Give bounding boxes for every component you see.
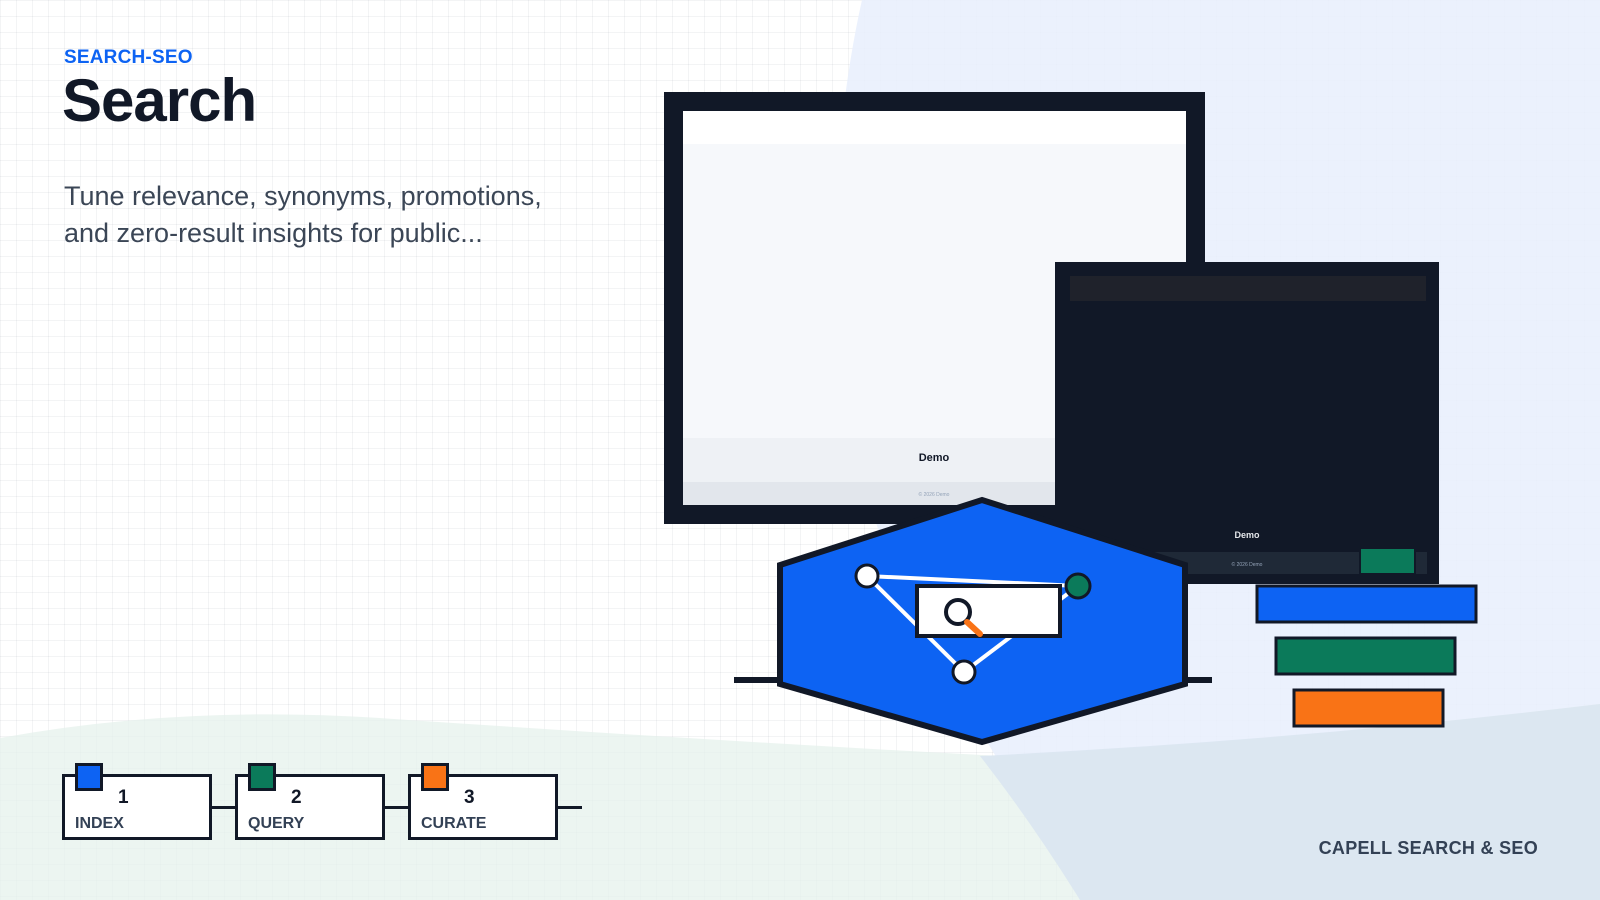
process-steps: 1 INDEX 2 QUERY 3 CURATE [62, 762, 602, 844]
step-number: 3 [464, 787, 475, 808]
dark-window-copyright: © 2026 Demo [1232, 561, 1263, 568]
search-icon [944, 598, 983, 637]
step-label: INDEX [75, 815, 124, 832]
step-query: 2 QUERY [235, 763, 385, 840]
search-hexagon [734, 496, 1212, 746]
step-number: 2 [291, 787, 302, 808]
step-curate: 3 CURATE [408, 763, 558, 840]
brand-wordmark: CAPELL SEARCH & SEO [1318, 838, 1538, 858]
step-swatch [248, 763, 276, 791]
step-connector [212, 806, 236, 809]
stacked-bars [1255, 547, 1478, 728]
bg-overlap [980, 704, 1600, 900]
light-window-footer: Demo [919, 452, 950, 464]
step-swatch [75, 763, 103, 791]
step-swatch [421, 763, 449, 791]
step-label: QUERY [248, 815, 305, 832]
eyebrow-label: SEARCH-SEO [64, 47, 193, 68]
light-window-copyright: © 2026 Demo [919, 491, 950, 498]
step-number: 1 [118, 787, 129, 808]
dark-window: Demo © 2026 Demo [1055, 262, 1439, 584]
step-connector [385, 806, 409, 809]
dark-window-footer: Demo [1234, 530, 1260, 540]
step-connector [558, 806, 582, 809]
step-index: 1 INDEX [62, 763, 212, 840]
step-label: CURATE [421, 815, 487, 832]
page-title: Search [62, 67, 257, 134]
page-subtitle: Tune relevance, synonyms, promotions, an… [64, 181, 542, 248]
